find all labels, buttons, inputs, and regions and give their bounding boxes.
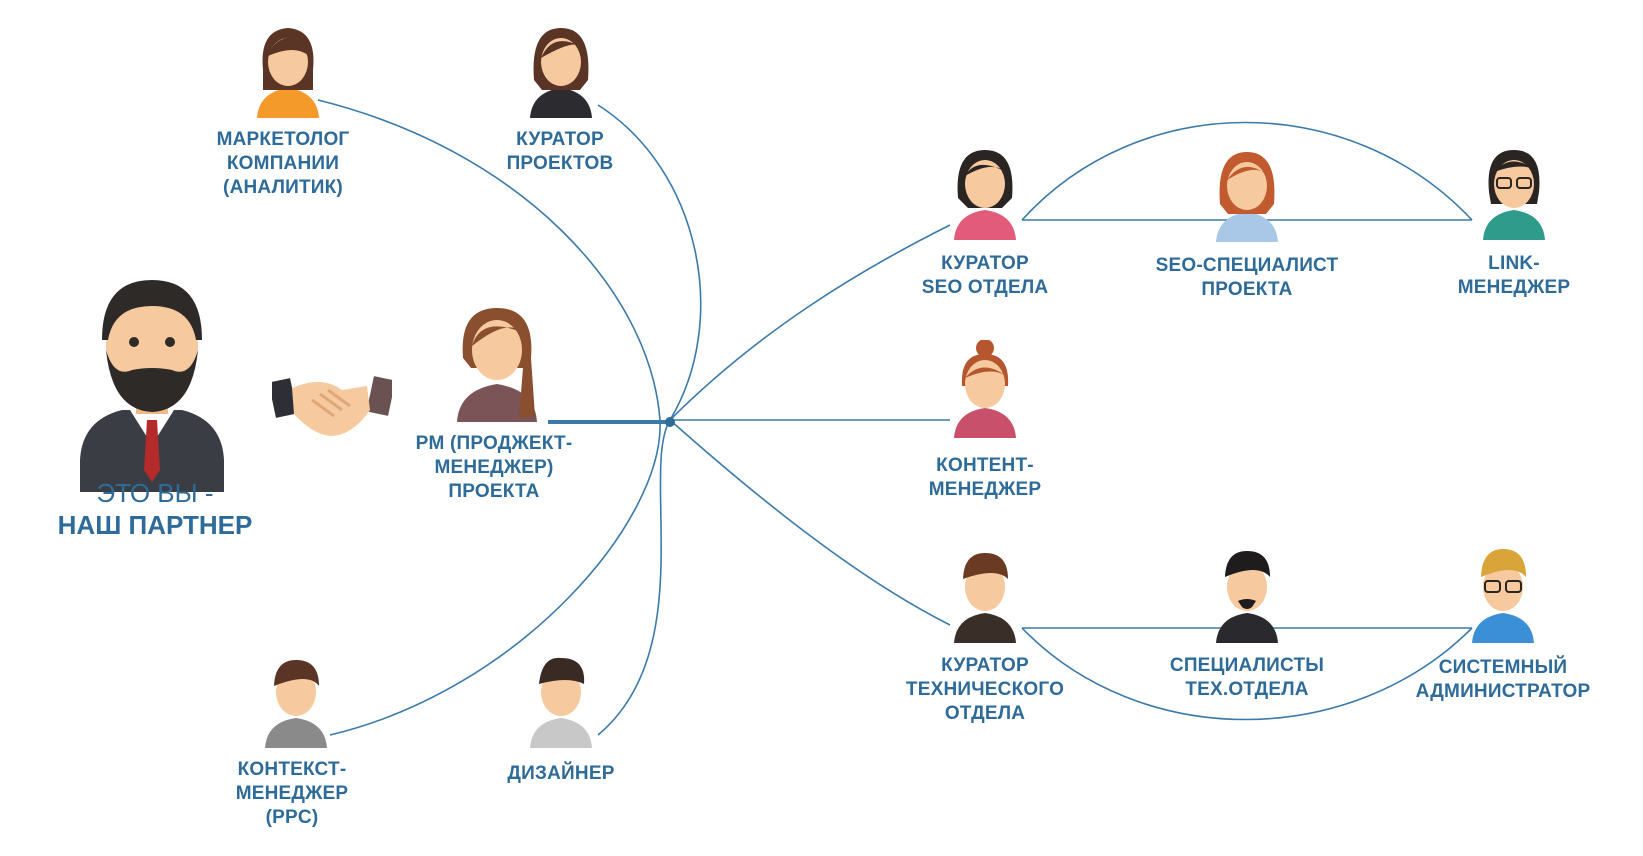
- link-avatar-icon: [1483, 150, 1545, 240]
- link-hub-seo: [669, 224, 951, 421]
- context-avatar-icon: [265, 660, 327, 748]
- partner-caption-line1: ЭТО ВЫ -: [96, 478, 214, 508]
- label-link: LINK-МЕНЕДЖЕР: [1457, 253, 1571, 298]
- partner-avatar-icon: [80, 280, 224, 492]
- partner-caption-line2: НАШ ПАРТНЕР: [57, 510, 253, 540]
- content-avatar-icon: [954, 340, 1016, 438]
- pm-avatar-icon: [457, 308, 537, 422]
- curator-avatar-icon: [530, 28, 592, 118]
- marketer-avatar-icon: [257, 28, 319, 118]
- label-content: КОНТЕНТ-МЕНЕДЖЕР: [928, 455, 1042, 500]
- seo-curator-avatar-icon: [954, 150, 1016, 240]
- seo-spec-avatar-icon: [1216, 152, 1278, 242]
- link-tech-arc: [1021, 627, 1473, 721]
- label-context: КОНТЕКСТ-МЕНЕДЖЕР(PPC): [235, 759, 349, 828]
- tech-spec-avatar-icon: [1216, 551, 1278, 643]
- link-seo-arc: [1021, 121, 1473, 221]
- link-hub-tech: [669, 419, 951, 626]
- designer-avatar-icon: [530, 657, 592, 748]
- tech-curator-avatar-icon: [954, 553, 1016, 643]
- sysadmin-avatar-icon: [1472, 549, 1534, 643]
- label-designer: ДИЗАЙНЕР: [507, 763, 615, 784]
- link-marketer-hub: [317, 99, 661, 736]
- handshake-icon: [272, 376, 392, 436]
- label-pm: PM (ПРОДЖЕКТ-МЕНЕДЖЕР)ПРОЕКТА: [415, 433, 573, 502]
- hub-node: [665, 417, 675, 427]
